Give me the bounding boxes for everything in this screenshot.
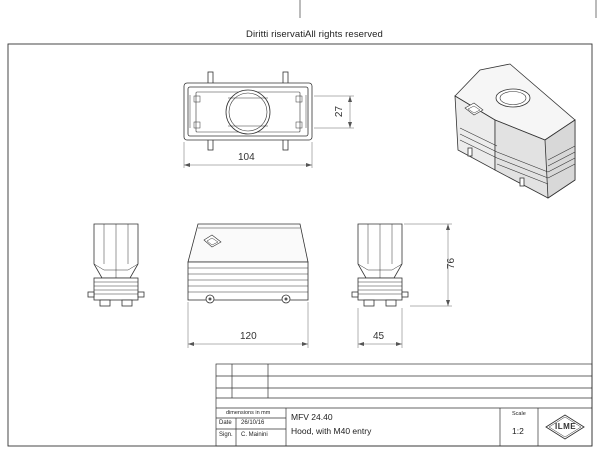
top-view <box>183 71 313 151</box>
part-description: Hood, with M40 entry <box>291 426 372 436</box>
dimension-height: 76 <box>446 257 458 270</box>
sign-value: C. Mainini <box>241 432 268 438</box>
sign-label: Sign. <box>219 432 233 438</box>
isometric-view <box>454 63 576 199</box>
scale-value: 1:2 <box>512 426 524 436</box>
ilme-logo <box>545 414 585 440</box>
dimension-top-width: 104 <box>238 152 255 163</box>
scale-label: Scale <box>512 411 526 417</box>
date-value: 26/10/16 <box>241 420 265 426</box>
dimension-front-width: 120 <box>240 331 257 342</box>
dimension-side-depth: 45 <box>373 331 385 342</box>
left-side-view <box>87 223 145 307</box>
dimension-top-height: 27 <box>334 105 346 118</box>
right-side-view <box>351 223 409 307</box>
units-label: dimensions in mm <box>226 410 271 416</box>
title-block <box>215 363 593 447</box>
part-code: MFV 24.40 <box>291 412 333 422</box>
date-label: Date <box>219 420 232 426</box>
front-view <box>187 223 309 304</box>
rights-reserved-italian: Diritti riservati <box>246 29 306 40</box>
ilme-logo-text: ILME <box>555 422 577 431</box>
rights-reserved-english: All rights reserved <box>305 29 383 40</box>
